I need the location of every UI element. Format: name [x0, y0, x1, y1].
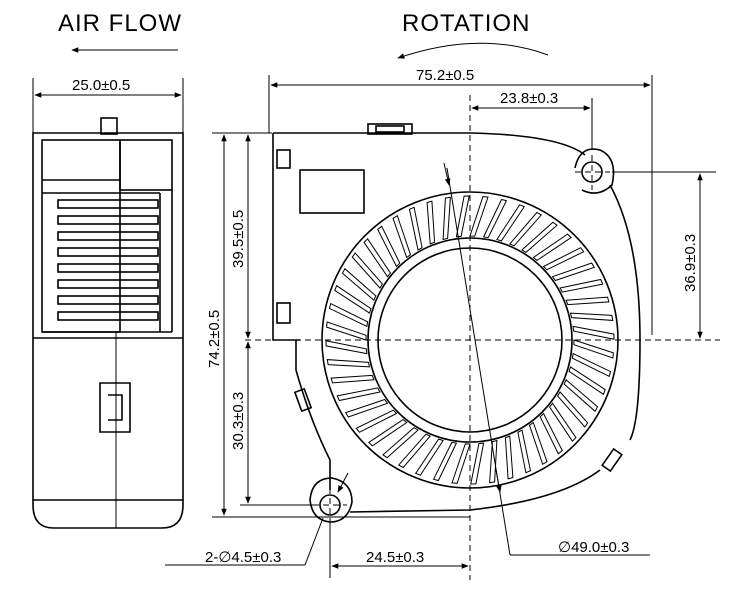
- lower-height-label: 30.3±0.3: [230, 392, 247, 450]
- air-flow-heading: AIR FLOW: [58, 10, 182, 37]
- rotation-heading: ROTATION: [402, 10, 530, 37]
- overall-width-label: 75.2±0.5: [416, 67, 474, 84]
- rotor-blade: [377, 225, 401, 268]
- rotor-blade: [470, 442, 485, 485]
- rotor-blade: [408, 206, 423, 251]
- rotor-diameter-label: ∅49.0±0.3: [558, 539, 629, 556]
- rotor-blade: [542, 247, 585, 271]
- rotor-blade: [426, 200, 436, 245]
- rotor-blade: [572, 325, 615, 340]
- rotor-blade: [326, 321, 367, 341]
- side-fin: [57, 247, 159, 257]
- rotor-blade: [336, 387, 381, 402]
- rotor-blade: [548, 402, 577, 442]
- rotor-blade: [330, 374, 375, 384]
- rotor-blade: [551, 262, 596, 282]
- rotor-blade: [392, 214, 412, 259]
- rotor-blade: [397, 433, 432, 469]
- rotor-blade: [344, 398, 389, 418]
- rotor-blade: [489, 439, 498, 484]
- rotor-blade: [328, 302, 369, 328]
- rotor-blade: [455, 195, 470, 238]
- rotor-blade: [521, 221, 558, 254]
- side-fin: [57, 199, 159, 209]
- rotor-blade: [569, 312, 614, 321]
- hole-offset-right-label: 36.9±0.3: [682, 234, 699, 292]
- rotor-blade: [482, 198, 508, 239]
- rotor-blade: [355, 409, 398, 433]
- side-fin: [57, 263, 159, 273]
- rotor-blade: [504, 435, 514, 480]
- rotor-blade: [559, 278, 604, 293]
- side-fin: [57, 295, 159, 305]
- side-fin: [57, 215, 159, 225]
- rotor-blade: [573, 339, 614, 359]
- rotor-blade: [326, 359, 371, 368]
- rotor-blade: [363, 238, 392, 278]
- rotor-blade: [568, 366, 606, 396]
- rotor-blade: [451, 443, 471, 484]
- rotor-blade: [382, 426, 419, 459]
- rotor-blades: [325, 195, 615, 485]
- side-fin: [57, 311, 159, 321]
- rotor-blade: [496, 204, 526, 242]
- hole-offset-top-label: 23.8±0.3: [500, 90, 558, 107]
- rotor-blade: [528, 421, 548, 466]
- rotor-blade: [325, 340, 368, 355]
- rotor-blade: [571, 352, 612, 378]
- side-view: 25.0±0.5: [32, 77, 184, 529]
- rotor-blade: [556, 391, 589, 428]
- overall-height-label: 74.2±0.5: [206, 310, 223, 368]
- rotor-blade: [532, 233, 572, 262]
- rotor-blade: [341, 267, 377, 302]
- rotor-blade: [334, 284, 372, 314]
- upper-height-label: 39.5±0.5: [230, 210, 247, 268]
- rotor-blade: [414, 438, 444, 476]
- rotor-blade: [563, 378, 599, 413]
- rotor-blade: [469, 196, 489, 237]
- hole-offset-bottom-label: 24.5±0.3: [366, 549, 424, 566]
- side-fin: [57, 231, 159, 241]
- mount-hole-bottom: [319, 494, 341, 516]
- rotor-blade: [517, 429, 532, 474]
- side-fin: [57, 279, 159, 289]
- rotor-hub: [377, 247, 563, 433]
- rotation-arrow: [397, 42, 549, 59]
- mount-holes-label: 2-∅4.5±0.3: [205, 549, 281, 566]
- rotor-blade: [508, 211, 543, 247]
- rotor-blade: [351, 252, 384, 289]
- rotor-blade: [539, 412, 563, 455]
- rotor-blade: [442, 196, 451, 241]
- front-view: ∅49.0±0.3 75.2±0.5 23.8±0.3 39.5±0.5 74.…: [165, 67, 720, 580]
- mount-hole-top: [581, 161, 603, 183]
- rotor-blade: [565, 296, 610, 306]
- rotor-blade: [432, 441, 458, 482]
- side-width-label: 25.0±0.5: [72, 77, 130, 94]
- rotor-blade: [368, 418, 408, 447]
